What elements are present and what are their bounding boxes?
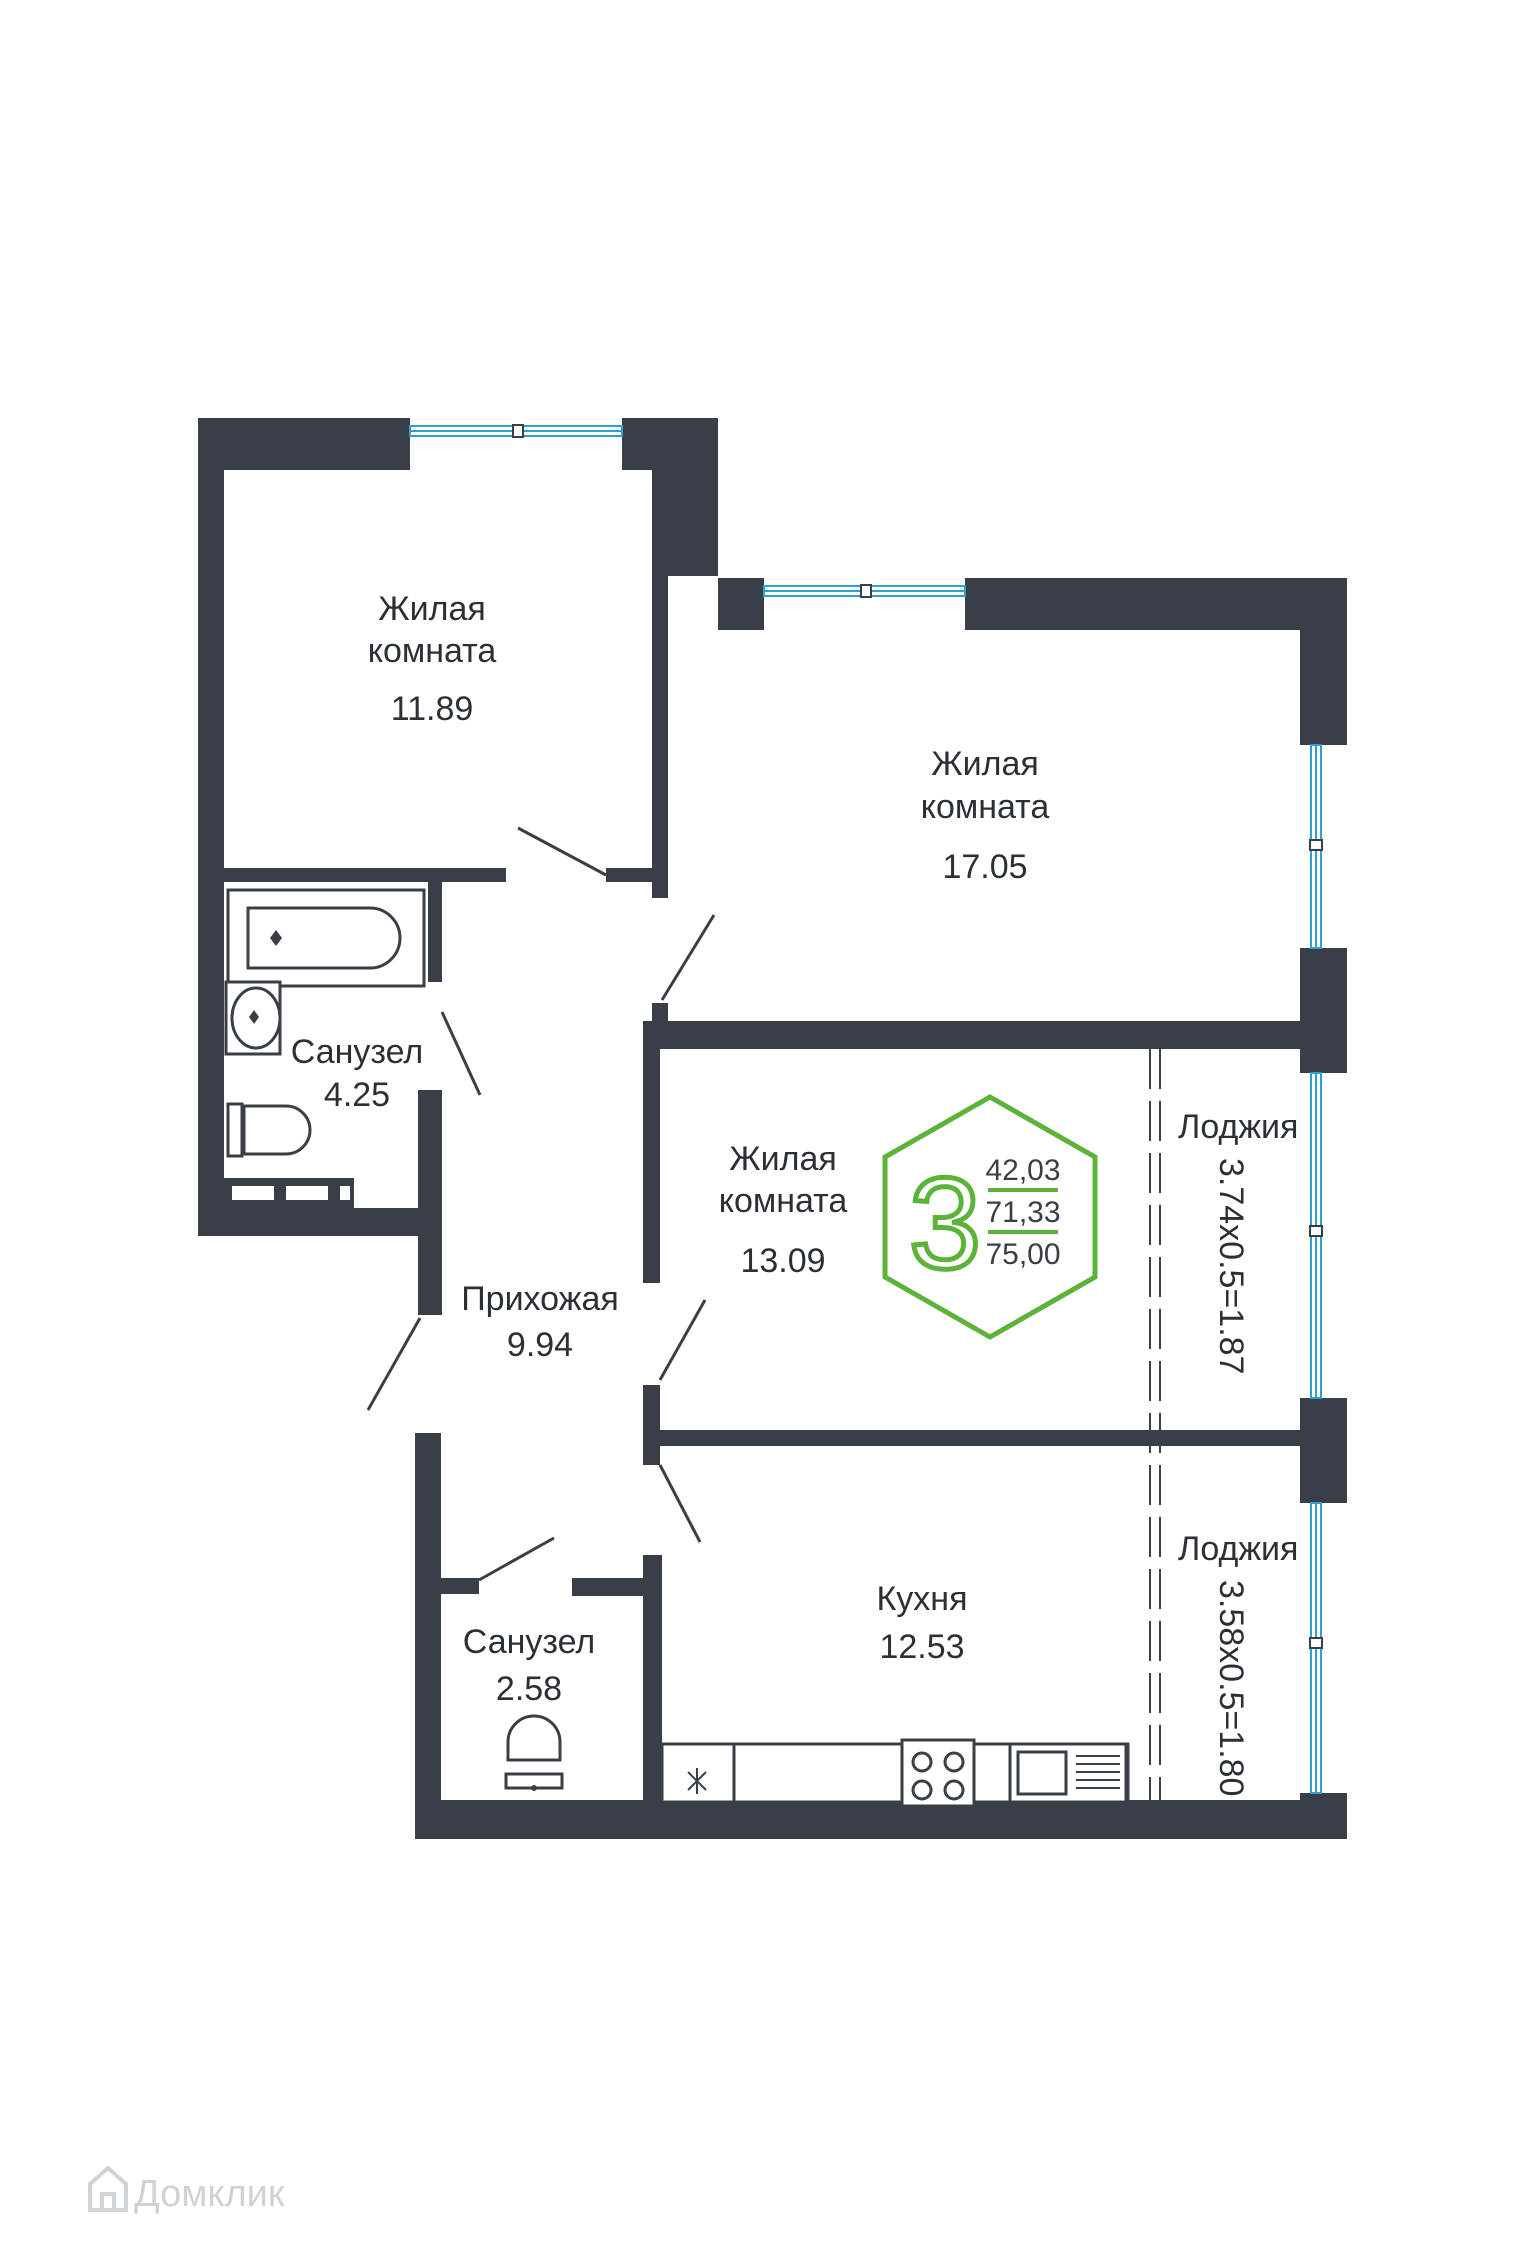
room-hallway: Прихожая 9.94: [461, 1280, 619, 1364]
loggia-1: Лоджия 3.74x0.5=1.87: [1178, 1108, 1298, 1374]
room-living2-name-line2: комната: [921, 788, 1050, 826]
room-living1: Жилая комната 11.89: [368, 590, 497, 728]
room-bathroom2-area: 2.58: [496, 1670, 562, 1708]
badge-hexagon: [882, 1094, 1098, 1340]
room-living2-name-line1: Жилая: [931, 745, 1039, 783]
stove: [900, 1738, 976, 1808]
wall-left-outer: [198, 418, 224, 1236]
window-loggia2: [1309, 1502, 1323, 1794]
room-living2-area: 17.05: [942, 848, 1027, 886]
badge-living-area: 42,03: [985, 1154, 1060, 1187]
sink-bath1: [224, 980, 282, 1056]
room-living3: Жилая комната 13.09: [719, 1140, 848, 1280]
door-room1: [517, 826, 607, 877]
toilet-bath1: [226, 1102, 312, 1158]
door-living3: [658, 1299, 707, 1381]
door-kitchen: [658, 1464, 702, 1543]
room-kitchen: Кухня 12.53: [877, 1580, 968, 1666]
wall-bath2-right: [643, 1555, 662, 1800]
walls: [198, 418, 1347, 1839]
room-living2: Жилая комната 17.05: [921, 745, 1050, 886]
wall-bottom-outer: [415, 1800, 1347, 1839]
window-room1: [409, 424, 623, 438]
bath1-shelf-slots: [232, 1186, 350, 1200]
wall-stub-top-right: [652, 1003, 668, 1025]
room-kitchen-area: 12.53: [879, 1628, 964, 1666]
wall-bath1-right: [428, 882, 442, 982]
door-entrance: [366, 1317, 422, 1411]
wall-top-right-left: [718, 578, 764, 630]
wall-right-pillar2: [1300, 1398, 1347, 1503]
wall-h-upper: [660, 1021, 1300, 1049]
wall-room1-door-stub: [606, 868, 654, 882]
door-room2: [660, 914, 716, 1001]
wall-right-top: [1300, 578, 1347, 745]
loggia-1-dims: 3.74x0.5=1.87: [1212, 1158, 1250, 1374]
room-kitchen-name: Кухня: [877, 1580, 968, 1618]
loggia-dashes: [1149, 1049, 1161, 1812]
room-living1-name-line1: Жилая: [378, 590, 486, 628]
room-living1-area: 11.89: [391, 690, 474, 728]
toilet-bath2: [504, 1714, 564, 1791]
loggia-2-dims: 3.58x0.5=1.80: [1212, 1580, 1250, 1796]
loggia-1-name: Лоджия: [1178, 1108, 1298, 1146]
wall-bath2-top-right: [572, 1578, 662, 1596]
room-living3-area: 13.09: [740, 1242, 825, 1280]
apartment-badge: 3 42,03 71,33 75,00: [882, 1094, 1098, 1340]
room-bathroom2: Санузел 2.58: [463, 1623, 595, 1708]
wall-bath2-top-left: [441, 1578, 479, 1594]
window-room2-right: [1309, 744, 1323, 949]
room-living1-name-line2: комната: [368, 632, 497, 670]
loggia-2: Лоджия 3.58x0.5=1.80: [1178, 1530, 1298, 1796]
door-bath1: [440, 1011, 482, 1096]
bath2-wall-slots: [624, 1600, 640, 1766]
room-bathroom2-name: Санузел: [463, 1623, 595, 1661]
doors: [366, 826, 716, 1582]
room-living3-name-line2: комната: [719, 1182, 848, 1220]
kitchen-sink: [1008, 1742, 1128, 1804]
door-bath2: [478, 1536, 555, 1582]
wall-living3-left-top: [643, 1021, 660, 1283]
room-living3-name-line1: Жилая: [729, 1140, 837, 1178]
house-logo-icon: [88, 2165, 128, 2212]
wall-mid-vertical: [652, 418, 668, 898]
wall-room1-bottom: [224, 868, 506, 882]
wall-living3-left-bottom: [643, 1385, 660, 1465]
wall-h-lower: [660, 1430, 1300, 1446]
room-hallway-area: 9.94: [507, 1326, 573, 1364]
watermark: Домклик: [88, 2165, 285, 2215]
badge-total-with-loggias: 75,00: [985, 1238, 1060, 1271]
wall-bath1-bottom: [198, 1208, 442, 1236]
watermark-text: Домклик: [134, 2173, 285, 2215]
badge-rooms-count: 3: [909, 1150, 981, 1296]
wall-right-pillar1: [1300, 948, 1347, 1073]
wall-top-right: [965, 578, 1347, 630]
wall-top-left-a: [198, 418, 410, 470]
bathtub: [226, 888, 426, 988]
room-bathroom1-area: 4.25: [324, 1076, 390, 1114]
room-bathroom1: Санузел 4.25: [291, 1033, 423, 1114]
windows: [409, 424, 1323, 1794]
wall-bottom-left-vertical: [415, 1433, 441, 1839]
loggia-2-name: Лоджия: [1178, 1530, 1298, 1568]
window-loggia1: [1309, 1072, 1323, 1399]
room-hallway-name: Прихожая: [461, 1280, 619, 1318]
room-bathroom1-name: Санузел: [291, 1033, 423, 1071]
wall-hall-left: [418, 1208, 442, 1315]
badge-total-area: 71,33: [985, 1196, 1060, 1229]
window-room2: [763, 584, 966, 598]
